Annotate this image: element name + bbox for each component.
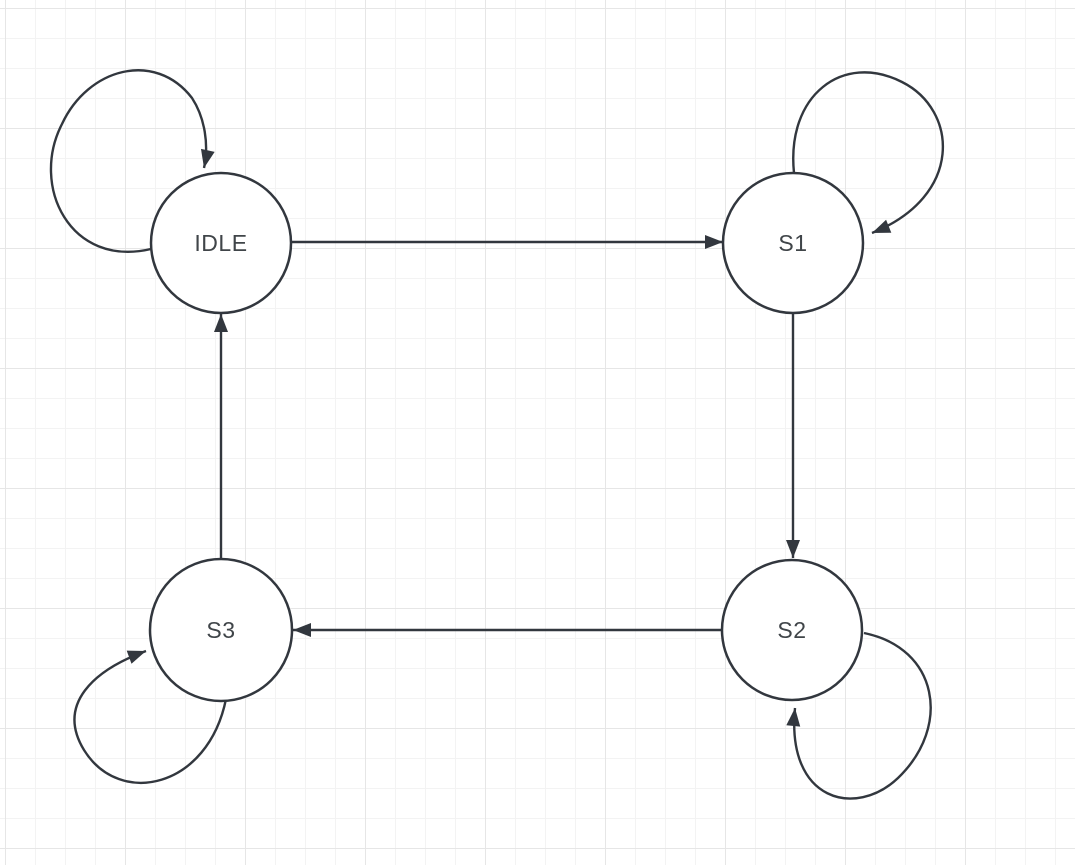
self-loop-s2[interactable] — [786, 631, 932, 800]
state-circle-idle[interactable] — [149, 171, 293, 315]
state-node-s2[interactable]: S2 — [720, 558, 864, 702]
state-node-s3[interactable]: S3 — [148, 557, 294, 703]
state-label-s1: S1 — [778, 230, 807, 256]
self-loop-s3[interactable] — [73, 649, 228, 785]
state-circle-s1[interactable] — [721, 171, 865, 315]
state-label-s3: S3 — [206, 617, 235, 643]
state-node-s1[interactable]: S1 — [721, 171, 865, 315]
state-node-idle[interactable]: IDLE — [149, 171, 293, 315]
state-label-s2: S2 — [777, 617, 806, 643]
state-circle-s2[interactable] — [720, 558, 864, 702]
state-label-idle: IDLE — [194, 230, 247, 256]
state-circle-s3[interactable] — [148, 557, 294, 703]
self-loop-idle[interactable] — [49, 69, 215, 253]
self-loop-s1[interactable] — [792, 71, 944, 235]
